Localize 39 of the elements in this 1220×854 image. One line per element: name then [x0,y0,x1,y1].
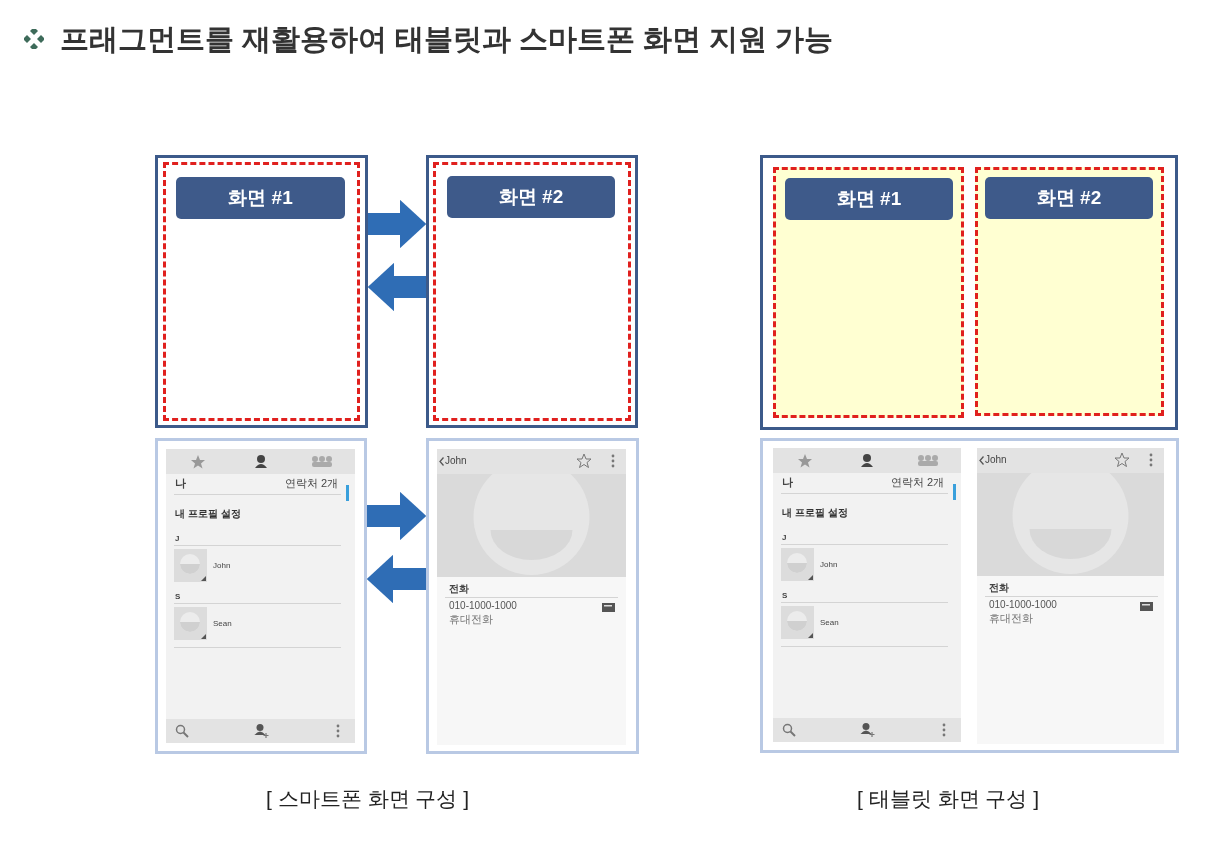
fragment-region [975,167,1164,416]
section-header: S [782,592,788,600]
caption: [ 스마트폰 화면 구성 ] [266,788,469,809]
phone-type: 휴대전화 [449,614,493,625]
section-header: S [175,593,181,601]
phone-number: 010-1000-1000 [989,600,1057,610]
contact-count: 연락처 2개 [891,477,945,488]
section-header: 전화 [989,583,1009,593]
contact-count: 연락처 2개 [285,478,339,489]
phone-screenshot-frame [426,438,639,754]
contact-name: John [985,455,1007,465]
contact-name: John [820,561,838,569]
section-header: J [175,535,180,543]
phone-screenshot-frame [155,438,367,754]
caption: [ 태블릿 화면 구성 ] [857,788,1039,809]
screen-label: 화면 #2 [985,177,1153,219]
block-arrow [367,491,427,541]
title: 프래그먼트를 재활용하여 태블릿과 스마트폰 화면 지원 가능 [60,25,834,54]
phone-type: 휴대전화 [989,613,1033,624]
block-arrow [367,262,426,312]
phone-number: 010-1000-1000 [449,601,517,611]
screen-label: 화면 #1 [785,178,953,220]
section-header: 전화 [449,584,469,594]
tablet-screen-frame [760,155,1178,430]
block-arrow [368,199,427,249]
tablet-screenshot-frame [760,438,1179,753]
section-header: J [782,534,787,542]
block-arrow [366,554,426,604]
screen-label: 화면 #2 [447,176,615,218]
contact-name: John [213,562,231,570]
section-header: 나 [175,478,186,489]
screen-label: 화면 #1 [176,177,345,219]
profile-setting-item: 내 프로필 설정 [782,508,848,518]
contact-name: John [445,456,467,466]
profile-setting-item: 내 프로필 설정 [175,509,241,519]
section-header: 나 [782,477,793,488]
contact-name: Sean [213,620,232,628]
contact-name: Sean [820,619,839,627]
fragment-region [773,167,964,418]
